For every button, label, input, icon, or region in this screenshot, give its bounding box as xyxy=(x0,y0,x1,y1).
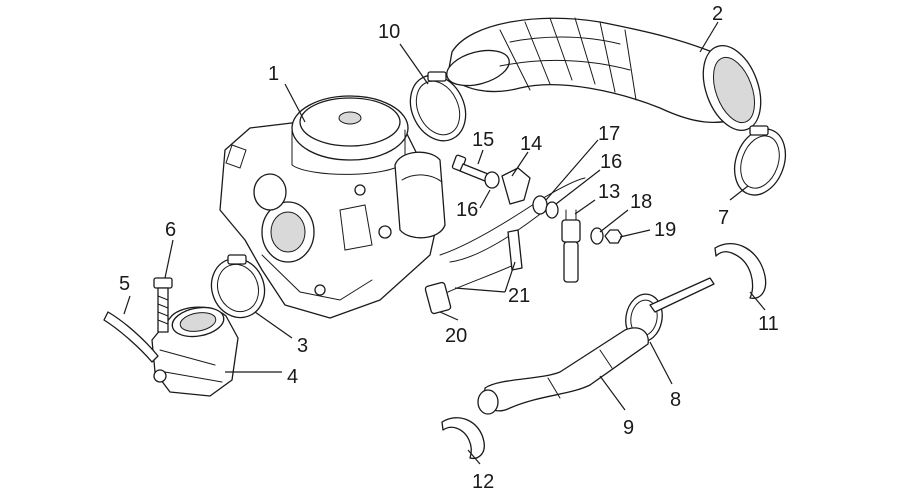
throttle-cable-sheath xyxy=(449,207,549,263)
hose-clamp-10 xyxy=(409,71,467,142)
washer-16-right xyxy=(545,201,559,219)
callout-4: 4 xyxy=(287,366,298,388)
callout-3: 3 xyxy=(297,335,308,357)
callout-21: 21 xyxy=(508,285,530,307)
connector-20 xyxy=(424,229,523,315)
sensor-13 xyxy=(561,209,581,283)
leader-15 xyxy=(477,149,484,165)
callout-5: 5 xyxy=(119,273,130,295)
callout-1: 1 xyxy=(268,63,279,85)
vacuum-hose xyxy=(103,311,159,363)
nut-19 xyxy=(604,229,623,244)
leader-16a xyxy=(479,189,491,209)
callout-12: 12 xyxy=(472,471,494,492)
leader-2 xyxy=(699,21,719,53)
leader-13 xyxy=(574,199,596,215)
washer-17 xyxy=(532,195,548,215)
leader-7 xyxy=(729,185,749,201)
bracket-14 xyxy=(501,167,531,205)
leader-21 xyxy=(454,261,516,293)
callout-7: 7 xyxy=(718,207,729,229)
hose-clamp-3 xyxy=(210,254,266,319)
callout-17: 17 xyxy=(598,123,620,145)
callout-19: 19 xyxy=(654,219,676,241)
leader-16b xyxy=(555,169,601,205)
bolt-15 xyxy=(451,154,489,182)
leader-19 xyxy=(619,229,651,238)
carburetor-assembly xyxy=(219,95,446,319)
leader-17 xyxy=(545,139,599,201)
callout-16-left: 16 xyxy=(456,199,478,221)
callout-20: 20 xyxy=(445,325,467,347)
callout-15: 15 xyxy=(472,129,494,151)
screw-6 xyxy=(153,277,173,333)
leader-11 xyxy=(749,291,766,311)
intake-duct xyxy=(446,17,762,131)
callout-6: 6 xyxy=(165,219,176,241)
leader-14 xyxy=(511,151,529,177)
callout-13: 13 xyxy=(598,181,620,203)
callout-18: 18 xyxy=(630,191,652,213)
callout-2: 2 xyxy=(712,3,723,25)
hose-clamp-11 xyxy=(714,243,767,299)
hose-clamp-12 xyxy=(441,417,485,460)
leader-8 xyxy=(649,341,673,385)
leader-12 xyxy=(467,449,481,465)
leader-18 xyxy=(599,209,629,233)
breather-tube-9 xyxy=(477,277,715,415)
callout-10: 10 xyxy=(378,21,400,43)
leader-3 xyxy=(254,311,293,339)
leader-6 xyxy=(164,239,174,279)
leader-5 xyxy=(123,295,131,315)
callout-14: 14 xyxy=(520,133,542,155)
intake-manifold xyxy=(151,306,239,397)
leader-10 xyxy=(399,43,429,85)
callout-16-right: 16 xyxy=(600,151,622,173)
leader-9 xyxy=(599,375,626,411)
callout-9: 9 xyxy=(623,417,634,439)
washer-16-left xyxy=(484,171,500,189)
callout-11: 11 xyxy=(758,313,779,335)
leader-20 xyxy=(439,311,459,321)
hose-clamp-7 xyxy=(733,125,787,196)
leader-1 xyxy=(284,83,306,123)
callout-8: 8 xyxy=(670,389,681,411)
